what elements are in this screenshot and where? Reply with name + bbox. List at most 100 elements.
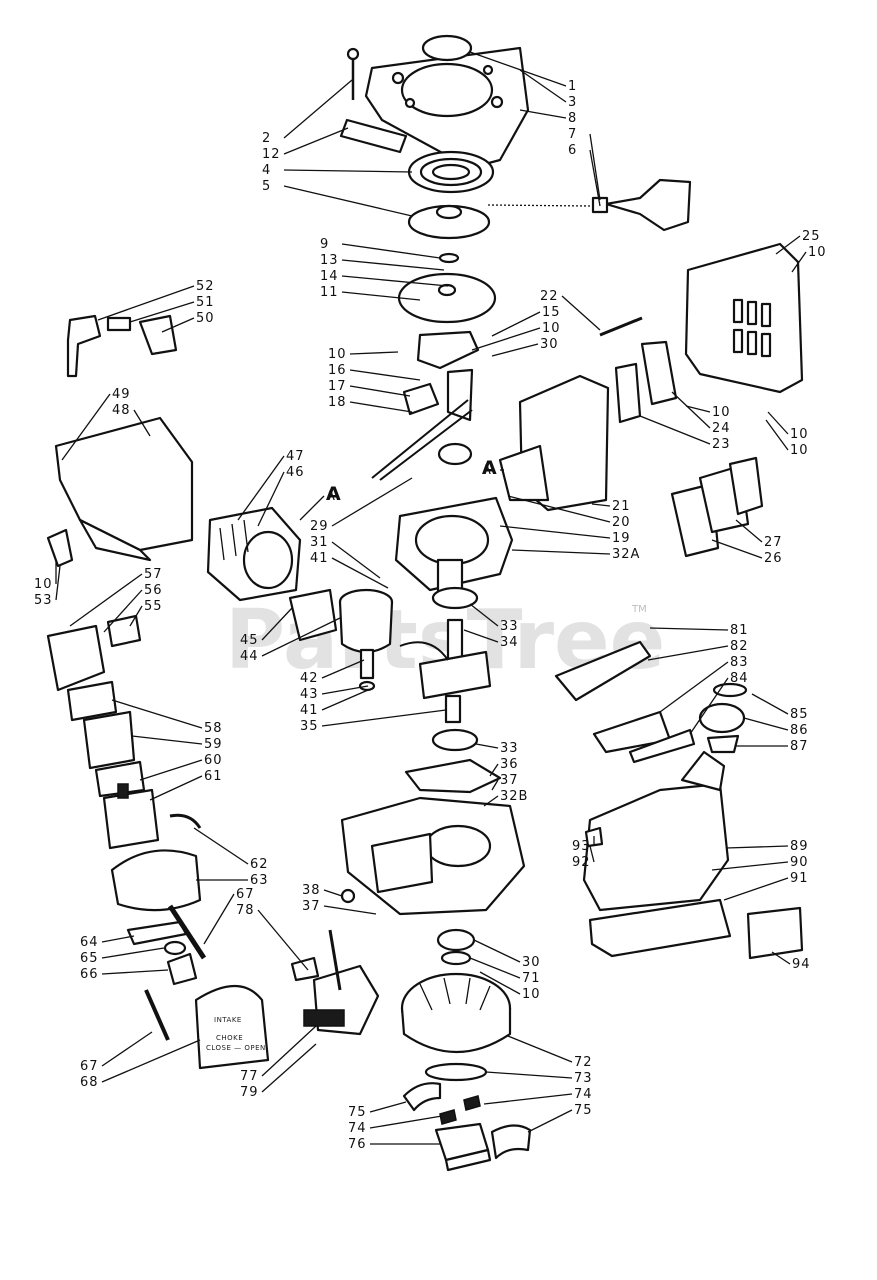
callout-number: 10 (522, 987, 541, 1002)
bracket-27 (728, 456, 764, 516)
leader-line (331, 477, 413, 527)
callout-number: 10 (790, 443, 809, 458)
leader-line (257, 471, 285, 527)
leader-line (491, 311, 541, 337)
leader-line (139, 759, 203, 781)
callout-number: 62 (250, 857, 269, 872)
leader-line (341, 275, 449, 287)
leader-line (589, 133, 601, 201)
leader-line (323, 905, 377, 915)
callout-number: 47 (286, 449, 305, 464)
callout-number: 10 (542, 321, 561, 336)
insulator-57 (46, 624, 106, 692)
callout-number: 16 (328, 363, 347, 378)
leader-line (321, 709, 447, 727)
leader-line (261, 1025, 317, 1077)
leader-line (735, 519, 763, 543)
muffler-cover-25 (684, 242, 804, 394)
callout-number: 87 (790, 739, 809, 754)
retainer-87 (706, 734, 740, 754)
callout-number: 30 (522, 955, 541, 970)
callout-number: 66 (80, 967, 99, 982)
callout-number: 38 (302, 883, 321, 898)
carb-block-59 (82, 710, 136, 770)
ignition-module (416, 330, 480, 370)
housing-lip (78, 518, 152, 562)
callout-number: 59 (204, 737, 223, 752)
callout-number: 35 (300, 719, 319, 734)
muffler-gasket (498, 444, 550, 502)
leader-line (743, 717, 789, 731)
fuel-tank (582, 750, 730, 912)
air-filter-base (110, 849, 202, 912)
bracket-24 (640, 340, 678, 406)
fuel-cap-86 (698, 702, 746, 734)
callout-number: 74 (574, 1087, 593, 1102)
callout-number: 75 (574, 1103, 593, 1118)
leader-line (331, 541, 381, 579)
flywheel (400, 972, 512, 1053)
leader-line (591, 503, 611, 507)
callout-number: 34 (500, 635, 519, 650)
guard-82 (554, 640, 652, 702)
washer-71 (440, 950, 472, 966)
leader-line (261, 1043, 317, 1093)
callout-number: 10 (808, 245, 827, 260)
callout-number: 86 (790, 723, 809, 738)
callout-number: 76 (348, 1137, 367, 1152)
callout-number: 91 (790, 871, 809, 886)
leader-line (341, 259, 445, 271)
callout-number: 83 (730, 655, 749, 670)
leader-line (725, 845, 789, 849)
callout-number: 32A (612, 547, 640, 562)
leader-line (519, 109, 567, 119)
leader-line (321, 685, 369, 695)
callout-number: 36 (500, 757, 519, 772)
callout-number: 10 (328, 347, 347, 362)
callout-number: 51 (196, 295, 215, 310)
leader-line (469, 603, 499, 627)
starter-pulley (407, 204, 491, 240)
leader-line (471, 327, 541, 351)
leader-line (103, 589, 143, 633)
callout-number: 29 (310, 519, 329, 534)
washer-65 (163, 940, 187, 956)
bracket-16 (446, 368, 474, 422)
crankcase-lower (340, 796, 526, 916)
callout-number: 77 (240, 1069, 259, 1084)
leader-line (647, 645, 729, 661)
throttle-housing (303, 964, 380, 1036)
leader-line (491, 343, 539, 357)
callout-number: A (326, 489, 336, 504)
leader-line (711, 861, 789, 871)
decal-94 (746, 906, 804, 960)
callout-number: 84 (730, 671, 749, 686)
callout-number: 42 (300, 671, 319, 686)
callout-number: 49 (112, 387, 131, 402)
leader-line (485, 1071, 573, 1079)
leader-line (475, 743, 499, 749)
callout-number: 9 (320, 237, 329, 252)
leader-line (55, 565, 61, 601)
leader-line (751, 693, 789, 715)
callout-number: 30 (540, 337, 559, 352)
bracket-66 (166, 952, 198, 986)
leader-line (483, 1093, 573, 1105)
leader-line (349, 369, 421, 381)
crankshaft (399, 618, 492, 724)
callout-number: 27 (764, 535, 783, 550)
leader-line (323, 889, 343, 897)
leader-line (331, 557, 389, 589)
leader-line (193, 827, 249, 865)
starter-rope (487, 204, 591, 207)
callout-number: 31 (310, 535, 329, 550)
callout-number: 18 (328, 395, 347, 410)
leader-line (261, 617, 341, 657)
callout-number: 60 (204, 753, 223, 768)
leader-line (767, 411, 789, 435)
callout-number: 23 (712, 437, 731, 452)
leader-line (791, 251, 807, 273)
bearing-33-top (431, 586, 479, 610)
callout-number: 13 (320, 253, 339, 268)
callout-number: 75 (348, 1105, 367, 1120)
